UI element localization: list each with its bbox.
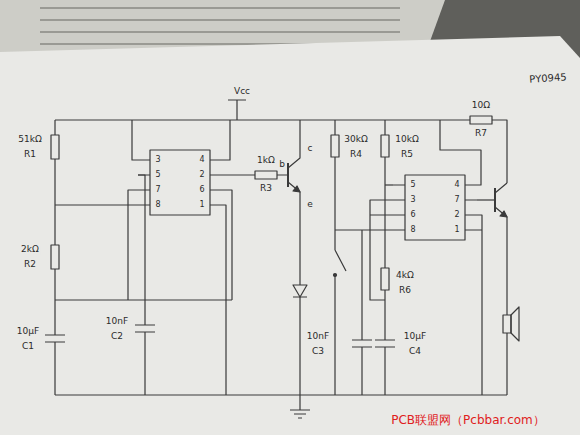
component-value: 10kΩ xyxy=(394,135,420,145)
wire xyxy=(290,395,310,418)
ic-body xyxy=(405,175,465,240)
component-name: R7 xyxy=(474,129,488,139)
pin-number: 6 xyxy=(409,211,416,220)
wire xyxy=(500,211,507,217)
pin-number: 8 xyxy=(409,226,416,235)
wire xyxy=(40,8,400,44)
pin-number: 7 xyxy=(453,196,460,205)
transistor-pin: c xyxy=(307,144,314,154)
watermark: PCB联盟网（Pcbbar.com） xyxy=(390,414,546,427)
component-name: R1 xyxy=(23,150,37,160)
pin-number: 1 xyxy=(453,226,460,235)
wire xyxy=(55,120,507,183)
resistor-symbol xyxy=(255,171,277,179)
pin-number: 4 xyxy=(198,156,205,165)
resistor-symbol xyxy=(381,268,389,290)
resistor-symbol xyxy=(51,135,59,159)
wire xyxy=(222,205,226,395)
pin-number: 2 xyxy=(198,171,205,180)
speaker-symbol xyxy=(511,307,519,341)
wire xyxy=(393,185,477,230)
resistor-symbol xyxy=(51,245,59,269)
component-name: C1 xyxy=(21,342,35,352)
wire xyxy=(370,200,393,300)
wire xyxy=(54,120,55,395)
wire xyxy=(477,215,482,395)
print-lines xyxy=(40,8,400,44)
wire xyxy=(138,175,145,395)
drawing-number: PY0945 xyxy=(528,71,568,85)
wire xyxy=(55,204,138,205)
wire xyxy=(335,120,346,395)
component-value: 10μF xyxy=(16,327,40,337)
pin-number: 7 xyxy=(154,186,161,195)
pin-number: 5 xyxy=(409,181,416,190)
wire xyxy=(384,120,385,395)
wire xyxy=(293,297,307,395)
wire xyxy=(334,274,337,277)
resistor-symbol xyxy=(470,116,492,124)
pin-number: 5 xyxy=(154,171,161,180)
capacitor-symbol xyxy=(352,340,372,347)
component-name: R6 xyxy=(398,286,412,296)
wire xyxy=(335,230,393,395)
component-name: R2 xyxy=(23,260,37,270)
pin-number: 2 xyxy=(453,211,460,220)
supply-label: Vcc xyxy=(233,87,251,97)
wire xyxy=(495,183,507,315)
component-value: 10nF xyxy=(306,332,330,342)
wire xyxy=(222,120,230,160)
component-value: 30kΩ xyxy=(343,135,369,145)
pin-number: 1 xyxy=(198,201,205,210)
wire xyxy=(55,394,507,395)
component-value: 51kΩ xyxy=(17,135,43,145)
diode-symbol xyxy=(293,285,307,297)
paper xyxy=(0,36,580,435)
component-value: 2kΩ xyxy=(20,245,40,255)
component-value: 10nF xyxy=(105,317,129,327)
capacitor-symbol xyxy=(135,325,155,332)
transistor-symbol xyxy=(494,188,496,212)
wires xyxy=(45,100,519,418)
transistor-pin: e xyxy=(306,200,314,210)
transistor-pin: b xyxy=(278,160,286,170)
component-value: 10Ω xyxy=(471,101,491,111)
component-name: C3 xyxy=(311,347,325,357)
pin-number: 8 xyxy=(154,201,161,210)
component-value: 10μF xyxy=(403,332,427,342)
component-value: 1kΩ xyxy=(256,156,276,166)
resistor-symbol xyxy=(331,135,339,157)
wire xyxy=(228,100,246,120)
component-name: R5 xyxy=(400,150,414,160)
pin-number: 3 xyxy=(409,196,416,205)
capacitor-symbol xyxy=(45,335,65,342)
component-name: C2 xyxy=(110,332,124,342)
pin-number: 4 xyxy=(453,181,460,190)
wire xyxy=(385,184,393,185)
component-name: C4 xyxy=(408,347,422,357)
wire xyxy=(293,186,300,192)
transistor-symbol xyxy=(287,163,289,187)
wire xyxy=(132,120,138,160)
pin-number: 6 xyxy=(198,186,205,195)
wire xyxy=(506,333,507,395)
speaker-symbol xyxy=(503,315,511,333)
component-name: R4 xyxy=(349,150,363,160)
component-name: R3 xyxy=(259,184,273,194)
wire xyxy=(288,120,300,285)
capacitor-symbol xyxy=(375,340,395,347)
resistor-symbol xyxy=(381,135,389,157)
wire xyxy=(55,190,232,300)
component-value: 4kΩ xyxy=(395,271,415,281)
wire xyxy=(477,199,495,200)
wire xyxy=(138,160,222,205)
ic-body xyxy=(150,150,210,215)
wire xyxy=(128,190,138,300)
pin-number: 3 xyxy=(154,156,161,165)
